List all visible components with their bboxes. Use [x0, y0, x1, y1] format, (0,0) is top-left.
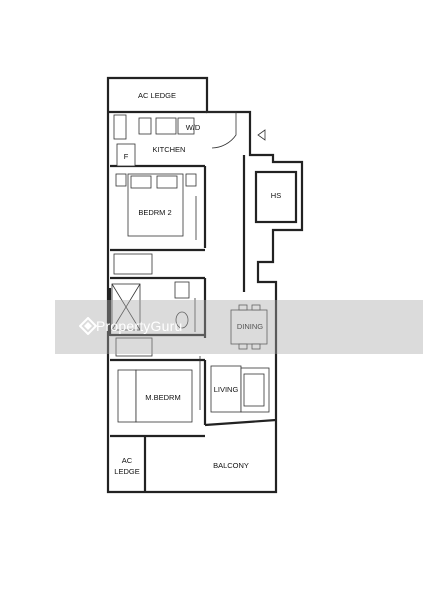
dining-fixtures — [230, 304, 268, 350]
balcony-label: BALCONY — [213, 461, 249, 470]
room-labels: AC LEDGE KITCHEN W/D F HS BEDRM 2 DINING… — [114, 91, 281, 476]
ac-ledge-top-label: AC LEDGE — [138, 91, 176, 100]
kitchen-label: KITCHEN — [153, 145, 186, 154]
fridge-label: F — [124, 152, 129, 161]
headboard-icon — [117, 369, 137, 423]
basin-icon — [174, 281, 190, 299]
propertyguru-logo-icon — [79, 317, 97, 335]
master-bed-icon — [135, 369, 193, 423]
washer-dryer-icon — [177, 117, 195, 135]
dining-label: DINING — [237, 322, 263, 331]
entry-arrow-icon — [257, 129, 266, 141]
kitchen-door-swing — [205, 111, 237, 149]
fridge-icon — [116, 143, 136, 167]
kitchen-counter-left — [113, 114, 127, 140]
master-bedroom-label: M.BEDRM — [145, 393, 180, 402]
tv-console-icon — [210, 365, 242, 413]
living-fixtures — [210, 365, 270, 413]
stove-icon — [155, 117, 177, 135]
bedroom2-fixtures — [113, 173, 197, 275]
hs-label: HS — [271, 191, 281, 200]
master-wardrobe-icon — [115, 337, 153, 357]
washer-dryer-label: W/D — [186, 123, 201, 132]
living-label: LIVING — [214, 385, 239, 394]
wardrobe-icon — [113, 253, 153, 275]
toilet-icon — [175, 311, 189, 329]
ac-ledge-bottom-label-line1: AC — [122, 456, 133, 465]
bathroom-fixtures — [111, 281, 196, 332]
kitchen-fixtures — [113, 111, 266, 167]
ac-ledge-bottom-label-line2: LEDGE — [114, 467, 139, 476]
watermark-band — [55, 300, 423, 354]
hs-room-wall — [254, 170, 298, 224]
dining-table-icon — [230, 309, 268, 345]
watermark-text: PropertyGuru — [96, 318, 183, 334]
master-bedroom-fixtures — [115, 337, 201, 423]
bedroom2-label: BEDRM 2 — [138, 208, 171, 217]
sink-icon — [138, 117, 152, 135]
